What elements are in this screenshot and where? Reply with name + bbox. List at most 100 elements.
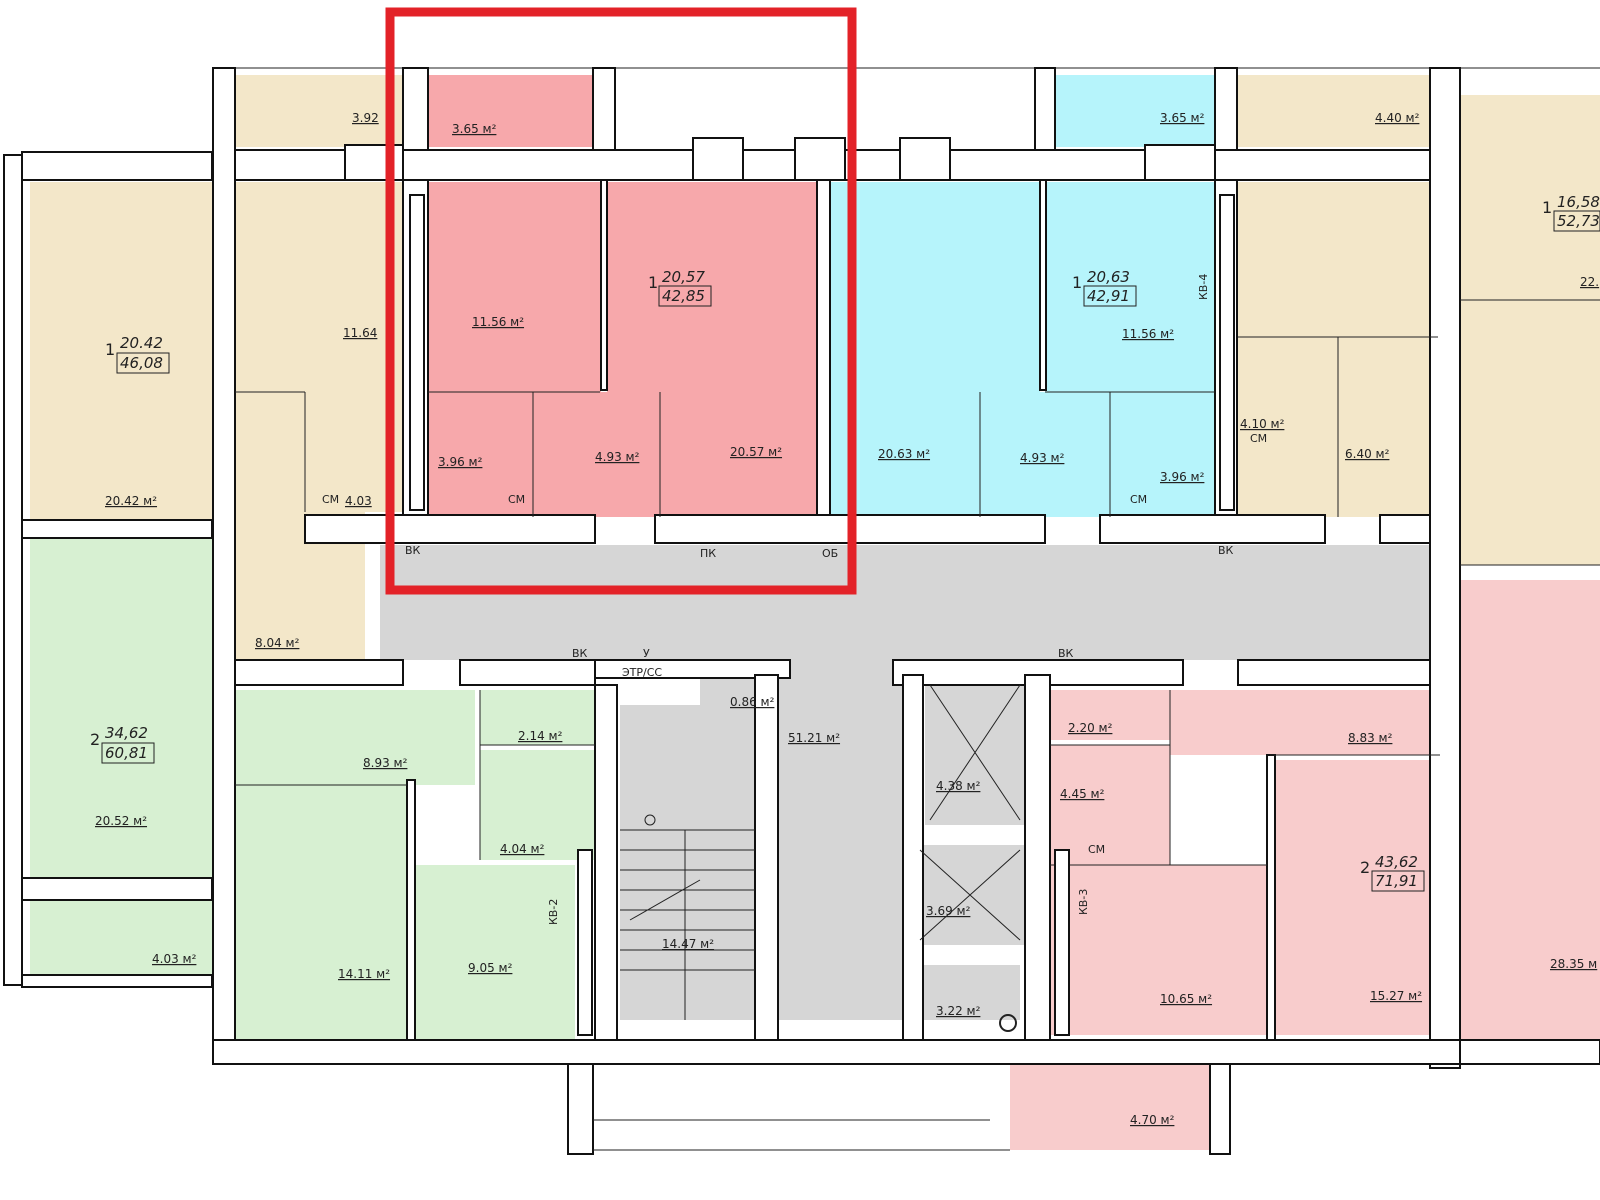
apt-badge-box	[1371, 870, 1425, 892]
wall-left-low	[21, 877, 213, 901]
ventilation-column-right	[1219, 194, 1235, 511]
area-label: 3.69 м²	[926, 904, 971, 918]
corridor	[380, 545, 1445, 660]
tag-vk-4: ВК	[1058, 647, 1074, 660]
apt-badge-cyan: 1 20,63 42,91	[1072, 268, 1137, 307]
wall-corridor-top	[304, 514, 596, 544]
apt-pink-hall	[1170, 690, 1440, 755]
room-fills	[30, 75, 1600, 1150]
area-label: 4.70 м²	[1130, 1113, 1175, 1127]
wall-left-mid	[21, 519, 213, 539]
area-label: 3.65 м²	[452, 122, 497, 136]
wall-pink-inner	[1266, 754, 1276, 1041]
wall-red-right	[816, 179, 831, 521]
apt-red-hall	[533, 392, 660, 517]
wall-cyan-divider	[1039, 179, 1047, 391]
tag-cm-3: СМ	[1130, 493, 1147, 506]
area-label: 51.21 м²	[788, 731, 840, 745]
tag-vk-3: ВК	[572, 647, 588, 660]
wall-corridor-bottom-3	[594, 659, 791, 679]
partition-lines	[235, 299, 1600, 866]
area-label: 20.52 м²	[95, 814, 147, 828]
apt-beige-right-bath	[1238, 337, 1338, 517]
window-frame-1	[692, 137, 744, 181]
wall-left-edge	[3, 154, 23, 986]
wall-top-left	[21, 151, 213, 181]
wall-corridor-bottom-5	[1237, 659, 1431, 686]
wall-green-right	[594, 684, 618, 1056]
stair-marker	[644, 814, 656, 826]
area-label: 11.56 м²	[472, 315, 524, 329]
apt-total-area: 60,81	[105, 744, 148, 762]
area-label: 3.22 м²	[936, 1004, 981, 1018]
window-frame-3	[899, 137, 951, 181]
elevator-2-cross	[919, 849, 1021, 941]
utility-086	[700, 675, 755, 715]
apt-badge-beige-left: 1 20.42 46,08	[105, 334, 170, 374]
apt-pink-room-right	[1460, 580, 1600, 1040]
apt-badge-beige-right: 1 16,58 52,73	[1542, 193, 1600, 232]
tag-vk-1: ВК	[405, 544, 421, 557]
area-label: 28.35 м	[1550, 957, 1597, 971]
area-label: 4.04 м²	[500, 842, 545, 856]
selected-apartment-highlight	[385, 7, 857, 595]
wall-pier-1	[212, 67, 236, 1059]
apt-badge-pink: 2 43,62 71,91	[1360, 853, 1425, 892]
apt-red-bath	[428, 392, 533, 517]
elevators	[919, 684, 1021, 1032]
area-label: 3.96 м²	[438, 455, 483, 469]
apt-rooms: 2	[90, 730, 100, 749]
balcony-red	[428, 75, 593, 147]
wall-left-bottom	[21, 974, 213, 988]
stairs	[620, 814, 755, 1020]
tag-pk: ПК	[700, 547, 716, 560]
area-label: 10.65 м²	[1160, 992, 1212, 1006]
ventilation-column-left	[409, 194, 425, 511]
tag-cm-4: СМ	[1250, 432, 1267, 445]
apt-badge-box	[1083, 285, 1137, 307]
stairwell	[620, 705, 755, 1020]
tags: ВК ПК ОБ ВК ВК У ЭТР/СС ВК КВ-2 КВ-4 КВ-…	[322, 274, 1267, 925]
area-label: 14.47 м²	[662, 937, 714, 951]
tag-kv3: КВ-3	[1077, 889, 1090, 915]
area-label: 20.42 м²	[105, 494, 157, 508]
area-label: 2.14 м²	[518, 729, 563, 743]
apt-green-bath	[480, 750, 595, 860]
area-label: 3.65 м²	[1160, 111, 1205, 125]
tag-cm-2: СМ	[508, 493, 525, 506]
wall-stair-right	[754, 674, 779, 1056]
apt-badge-red: 1 20,57 42,85	[648, 268, 712, 307]
wall-elevator-left	[902, 674, 924, 1056]
area-label: 2.20 м²	[1068, 721, 1113, 735]
ventilation-column-pink	[1054, 849, 1070, 1036]
area-label: 8.93 м²	[363, 756, 408, 770]
area-label: 15.27 м²	[1370, 989, 1422, 1003]
elevator-1-cross	[929, 684, 1021, 821]
area-label: 4.38 м²	[936, 779, 981, 793]
tag-kv2: КВ-2	[547, 899, 560, 925]
wall-bottom-bay	[567, 1063, 594, 1155]
apt-beige-right-kitchen	[1238, 182, 1438, 337]
apt-living-area: 34,62	[105, 724, 148, 742]
bay-line	[593, 1119, 1010, 1151]
apt-living-area: 20,63	[1087, 268, 1130, 286]
apt-pink-bath	[1050, 745, 1170, 865]
apt-green-balcony	[30, 900, 213, 975]
area-label: 8.04 м²	[255, 636, 300, 650]
wall-elevator-right	[1024, 674, 1051, 1061]
wall-pier-6	[1429, 67, 1461, 1069]
apt-green-room	[235, 785, 407, 1040]
wall-corridor-bottom-2	[459, 659, 596, 686]
apt-red-kitchen	[428, 182, 601, 392]
area-label: 6.40 м²	[1345, 447, 1390, 461]
apt-total-area: 52,73	[1557, 212, 1600, 230]
area-labels: 3.92 3.65 м² 3.65 м² 4.40 м² 11.64 20.42…	[95, 111, 1599, 1127]
apt-green-wc	[480, 690, 595, 745]
area-label: 20.63 м²	[878, 447, 930, 461]
apt-total-area: 42,91	[1087, 287, 1130, 305]
wall-corridor-bottom-1	[234, 659, 404, 686]
wall-right-bottom	[1459, 1039, 1600, 1065]
apt-pink-wc	[1050, 690, 1170, 740]
wall-bottom	[212, 1039, 1461, 1065]
